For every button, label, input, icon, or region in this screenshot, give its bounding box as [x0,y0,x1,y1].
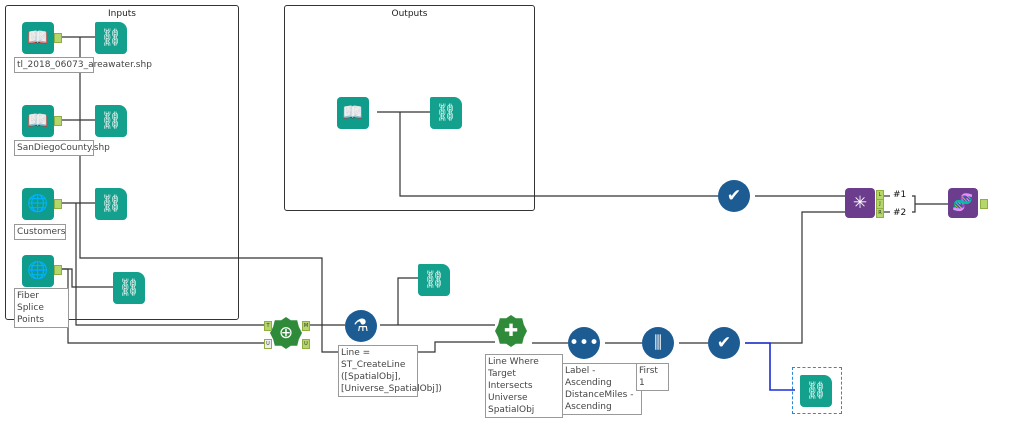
output-anchor[interactable] [54,116,62,126]
tool-annotation: Label - Ascending DistanceMiles - Ascend… [562,363,642,415]
input-tool-fiber-splice[interactable]: 🌐 [22,255,54,287]
anchor-M[interactable]: M [302,321,310,331]
input-tool-areawater[interactable]: 📖 [22,22,54,54]
output-data-icon: 📖 [342,103,364,123]
browse-tool[interactable]: ⛓ [95,22,127,54]
spatial-match-tool-2[interactable]: ✚ [495,315,527,347]
binoculars-icon: ⛓ [100,194,122,214]
browse-tool[interactable]: ⛓ [95,188,127,220]
formula-tool[interactable]: ⚗ [345,310,377,342]
select-check-icon: ✔ [726,186,742,206]
binoculars-icon: ⛓ [423,270,445,290]
spatial-match-icon: ⊕ [278,323,294,343]
container-title: Inputs [108,9,136,19]
binoculars-icon: ⛓ [435,103,457,123]
container-title: Outputs [391,9,428,19]
join-tool[interactable]: ✳ [845,188,875,218]
union-input-2: #2 [893,208,907,218]
output-anchor[interactable] [54,265,62,275]
binoculars-icon: ⛓ [100,28,122,48]
binoculars-icon: ⛓ [118,278,140,298]
browse-tool[interactable]: ⛓ [418,264,450,296]
outputs-container[interactable]: Outputs [284,5,535,211]
select-tool[interactable]: ✔ [718,180,750,212]
union-tool[interactable]: 🧬 [948,188,978,218]
binoculars-icon: ⛓ [100,111,122,131]
sample-tool[interactable]: ⫼ [642,327,674,359]
browse-tool[interactable]: ⛓ [95,105,127,137]
browse-tool-selected[interactable]: ⛓ [800,375,832,407]
tool-annotation: SanDiegoCounty.shp [14,140,110,156]
sample-icon: ⫼ [654,333,662,353]
tool-annotation: Line Where Target Intersects Universe Sp… [485,354,563,418]
inputs-container[interactable]: Inputs [5,5,239,320]
sort-tool[interactable]: ••• [568,327,600,359]
tool-annotation: tl_2018_06073_areawater.shp [14,57,152,73]
spatial-match-tool[interactable]: ⊕ [270,317,302,349]
formula-flask-icon: ⚗ [353,316,369,336]
browse-tool[interactable]: ⛓ [430,97,462,129]
selection-box [792,367,842,414]
tool-annotation: Customers [14,224,66,240]
input-tool-sandiego[interactable]: 📖 [22,105,54,137]
book-input-icon: 📖 [27,111,49,131]
anchor-U[interactable]: U [264,339,272,349]
globe-input-icon: 🌐 [27,261,49,281]
sort-icon: ••• [568,333,600,353]
input-tool-customers[interactable]: 🌐 [22,188,54,220]
output-tool[interactable]: 📖 [337,97,369,129]
spatial-match-puzzle-icon: ✚ [503,321,519,341]
tool-annotation: First 1 [636,363,669,391]
union-dna-icon: 🧬 [952,193,974,213]
browse-tool[interactable]: ⛓ [113,272,145,304]
union-input-1: #1 [893,190,907,200]
output-anchor[interactable] [980,199,988,209]
tool-annotation: Line = ST_CreateLine ([SpatialObj], [Uni… [338,345,442,397]
anchor-U[interactable]: U [302,339,310,349]
binoculars-icon: ⛓ [805,381,827,401]
anchor-R[interactable]: R [876,208,884,218]
output-anchor[interactable] [54,33,62,43]
globe-input-icon: 🌐 [27,194,49,214]
book-input-icon: 📖 [27,28,49,48]
select-check-icon: ✔ [716,333,732,353]
join-icon: ✳ [852,193,868,213]
anchor-T[interactable]: T [264,321,272,331]
select-tool[interactable]: ✔ [708,327,740,359]
output-anchor[interactable] [54,199,62,209]
tool-annotation: Fiber Splice Points [14,288,69,328]
